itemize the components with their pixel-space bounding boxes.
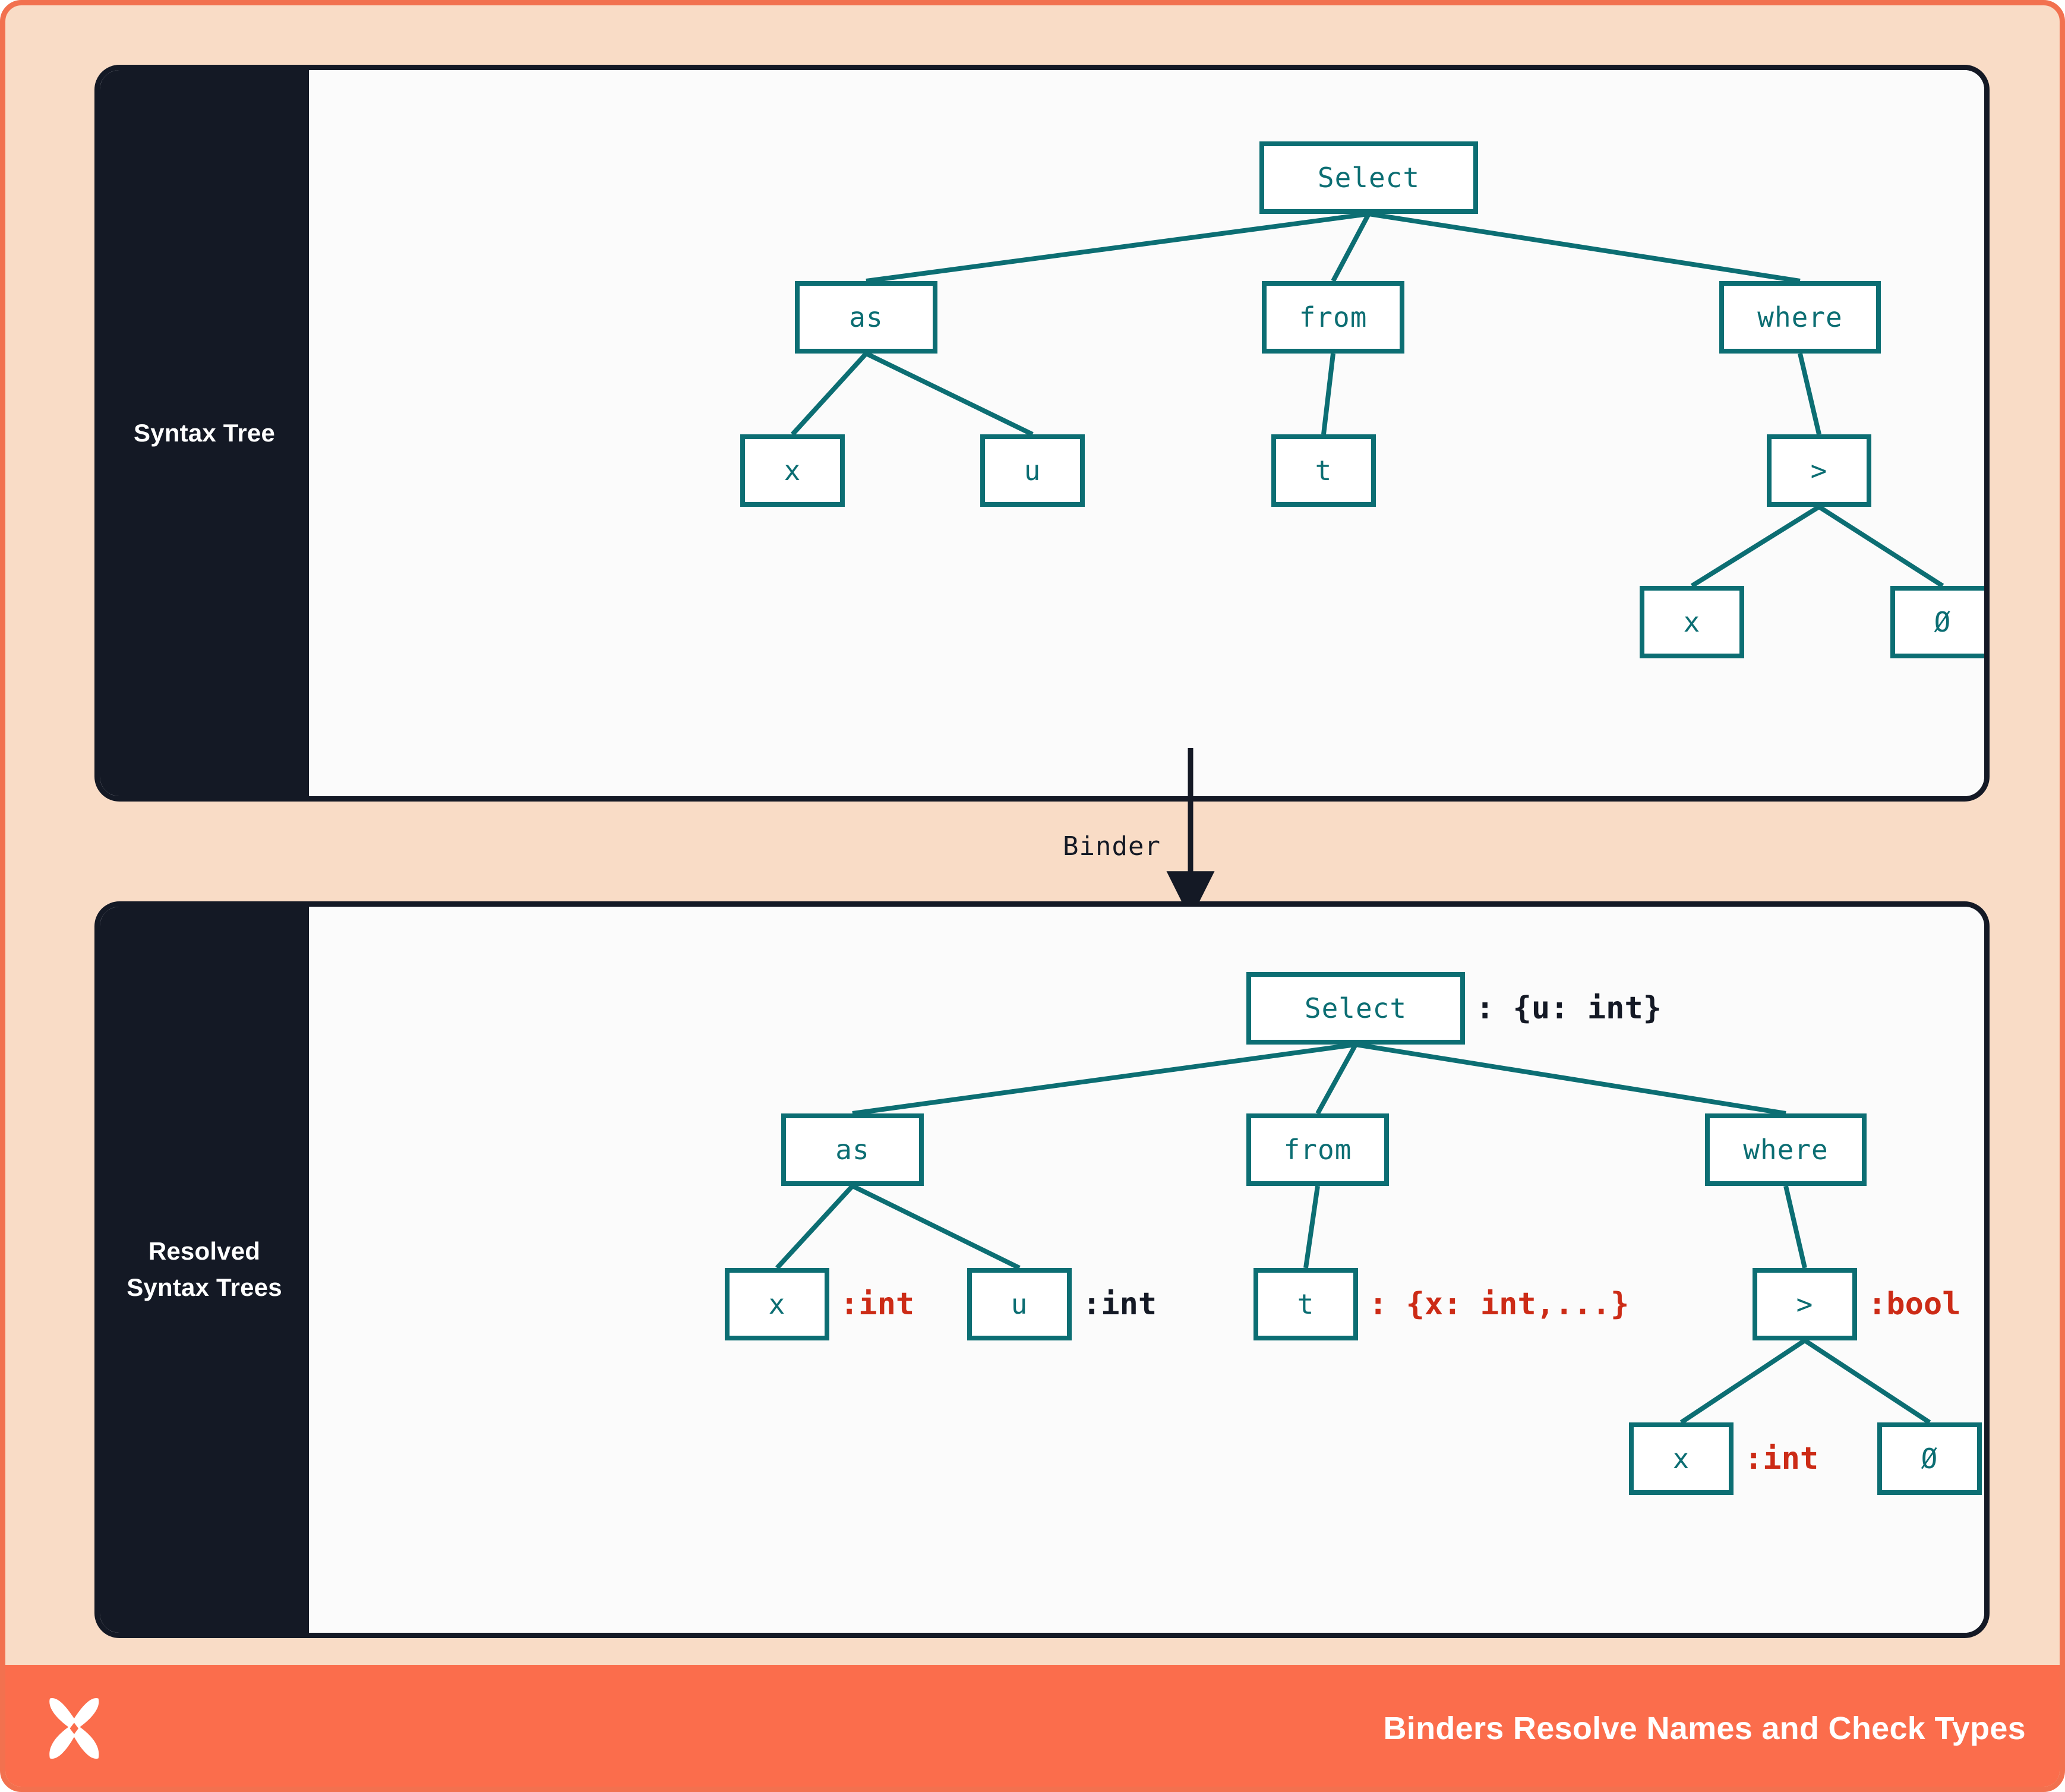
tree-edge: [852, 1042, 1356, 1116]
tree-edge: [775, 1184, 854, 1270]
tree-node-label: x: [784, 455, 801, 487]
tree-node-label: Ø: [1934, 606, 1952, 638]
tree-node-x1[interactable]: x: [725, 1268, 829, 1340]
tree-edge: [1315, 1043, 1358, 1115]
tree-edge: [1690, 504, 1821, 588]
tree-edge: [1321, 353, 1335, 435]
tree-node-label: as: [835, 1134, 870, 1166]
footer-bar: Binders Resolve Names and Check Types: [5, 1665, 2060, 1787]
tree-node-zero1[interactable]: Ø: [1877, 1422, 1982, 1495]
tree-node-from[interactable]: from: [1262, 281, 1404, 354]
tree-node-label: where: [1743, 1134, 1829, 1166]
tree-node-label: >: [1810, 455, 1828, 487]
tree-edge: [1355, 1042, 1786, 1116]
tree-node-x1[interactable]: x: [740, 434, 845, 507]
tree-node-u1[interactable]: u: [967, 1268, 1072, 1340]
tree-node-u1[interactable]: u: [980, 434, 1085, 507]
binder-arrow-icon: [1166, 748, 1215, 920]
tree-node-label: x: [768, 1288, 786, 1320]
tree-node-label: where: [1757, 301, 1843, 333]
syntax-tree-label: Syntax Tree: [134, 418, 275, 447]
tree-node-label: x: [1672, 1443, 1690, 1475]
tree-node-select[interactable]: Select: [1246, 972, 1465, 1045]
tree-edge: [866, 212, 1369, 283]
binder-transition: Binder: [94, 748, 1990, 920]
tree-node-label: >: [1796, 1288, 1814, 1320]
tree-node-label: t: [1315, 455, 1333, 487]
tree-node-x2[interactable]: x: [1629, 1422, 1734, 1495]
resolved-syntax-tree-edges: [775, 1042, 1931, 1425]
tree-node-as[interactable]: as: [781, 1113, 924, 1186]
tree-node-label: Select: [1304, 992, 1407, 1024]
tree-node-x2[interactable]: x: [1640, 586, 1744, 658]
tree-node-gt1[interactable]: >: [1767, 434, 1871, 507]
tree-edge: [1817, 504, 1944, 588]
tree-node-select[interactable]: Select: [1259, 141, 1478, 214]
tree-node-label: Ø: [1921, 1443, 1938, 1475]
tree-edge: [1331, 213, 1371, 282]
tree-node-where[interactable]: where: [1719, 281, 1881, 354]
tree-node-t1[interactable]: t: [1271, 434, 1376, 507]
tree-edge: [1679, 1338, 1807, 1425]
tree-edge: [1803, 1338, 1931, 1425]
tree-edge: [791, 352, 868, 436]
tree-edge: [851, 1184, 1021, 1270]
tree-node-label: from: [1299, 301, 1368, 333]
resolved-syntax-tree-panel: Resolved Syntax Trees Select: {u: int}as…: [94, 901, 1990, 1638]
tree-node-label: t: [1297, 1288, 1315, 1320]
resolved-syntax-tree-sidebar: Resolved Syntax Trees: [100, 907, 309, 1633]
syntax-tree-edges: [791, 212, 1944, 588]
tree-edge: [1798, 353, 1821, 435]
tree-node-t1[interactable]: t: [1253, 1268, 1358, 1340]
footer-caption: Binders Resolve Names and Check Types: [1383, 1711, 2026, 1746]
tree-node-as[interactable]: as: [795, 281, 937, 354]
tree-node-label: u: [1011, 1288, 1028, 1320]
resolved-syntax-tree-label: Resolved Syntax Trees: [127, 1237, 282, 1301]
tree-node-label: from: [1283, 1134, 1352, 1166]
tree-node-gt1[interactable]: >: [1753, 1268, 1857, 1340]
tree-node-label: as: [849, 301, 883, 333]
tree-node-label: x: [1683, 606, 1701, 638]
tree-node-zero1[interactable]: Ø: [1890, 586, 1984, 658]
binder-label: Binder: [1063, 831, 1161, 862]
syntax-tree-sidebar: Syntax Tree: [100, 70, 309, 796]
bowtie-x-logo-icon: [49, 1698, 99, 1759]
tree-node-where[interactable]: where: [1705, 1113, 1867, 1186]
tree-edge: [865, 351, 1034, 437]
tree-edge: [1368, 212, 1801, 283]
tree-node-label: Select: [1317, 162, 1420, 194]
tree-node-from[interactable]: from: [1246, 1113, 1389, 1186]
tree-edge: [1303, 1185, 1320, 1269]
tree-node-label: u: [1024, 455, 1041, 487]
tree-edge: [1783, 1185, 1807, 1269]
